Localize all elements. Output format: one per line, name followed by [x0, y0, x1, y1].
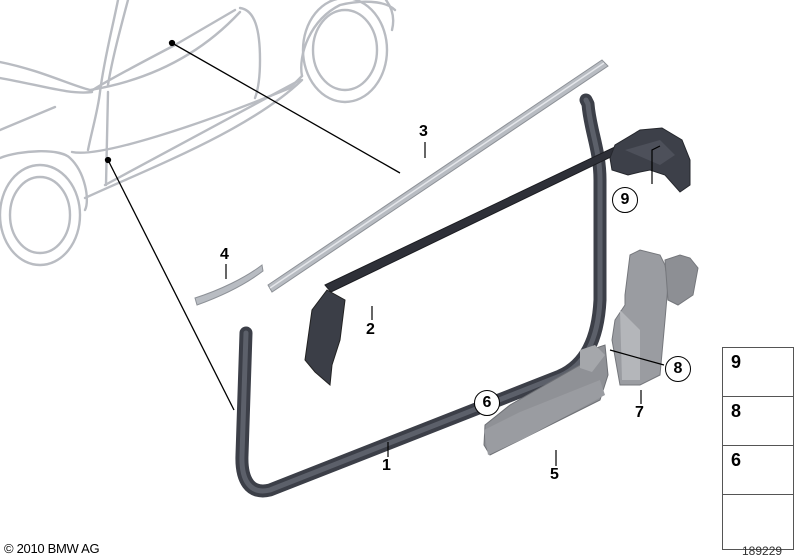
- callout-3[interactable]: 3: [419, 123, 428, 140]
- part-3-long-trim-strip: [267, 59, 609, 293]
- part-4-short-trim-strip: [194, 264, 264, 306]
- bracket-part: [609, 127, 691, 193]
- callout-2[interactable]: 2: [366, 321, 375, 338]
- leader-lines: [104, 39, 401, 411]
- callout-8-circled[interactable]: 8: [665, 356, 691, 382]
- legend-row-direction: [723, 495, 793, 549]
- callout-leader-lines: [225, 142, 665, 466]
- callout-5[interactable]: 5: [550, 466, 559, 483]
- copyright-notice: © 2010 BMW AG: [4, 541, 100, 556]
- callout-4[interactable]: 4: [220, 246, 229, 263]
- callout-6-circled[interactable]: 6: [474, 390, 500, 416]
- legend-number: 8: [731, 401, 742, 421]
- part-1-door-seal: [235, 93, 607, 498]
- legend-number: 9: [731, 352, 742, 372]
- callout-1[interactable]: 1: [382, 457, 391, 474]
- diagram-id: 189229: [742, 544, 783, 558]
- callout-7[interactable]: 7: [635, 404, 644, 421]
- part-7-upright-block: [611, 249, 699, 386]
- car-outline: [0, 0, 397, 267]
- part-5-lower-block: [483, 344, 609, 456]
- callout-9-circled[interactable]: 9: [612, 187, 638, 213]
- legend-row-6[interactable]: 6: [723, 446, 793, 495]
- legend-row-8[interactable]: 8: [723, 397, 793, 446]
- fastener-legend: 9 8 6: [722, 347, 794, 550]
- legend-row-9[interactable]: 9: [723, 348, 793, 397]
- legend-number: 6: [731, 450, 742, 470]
